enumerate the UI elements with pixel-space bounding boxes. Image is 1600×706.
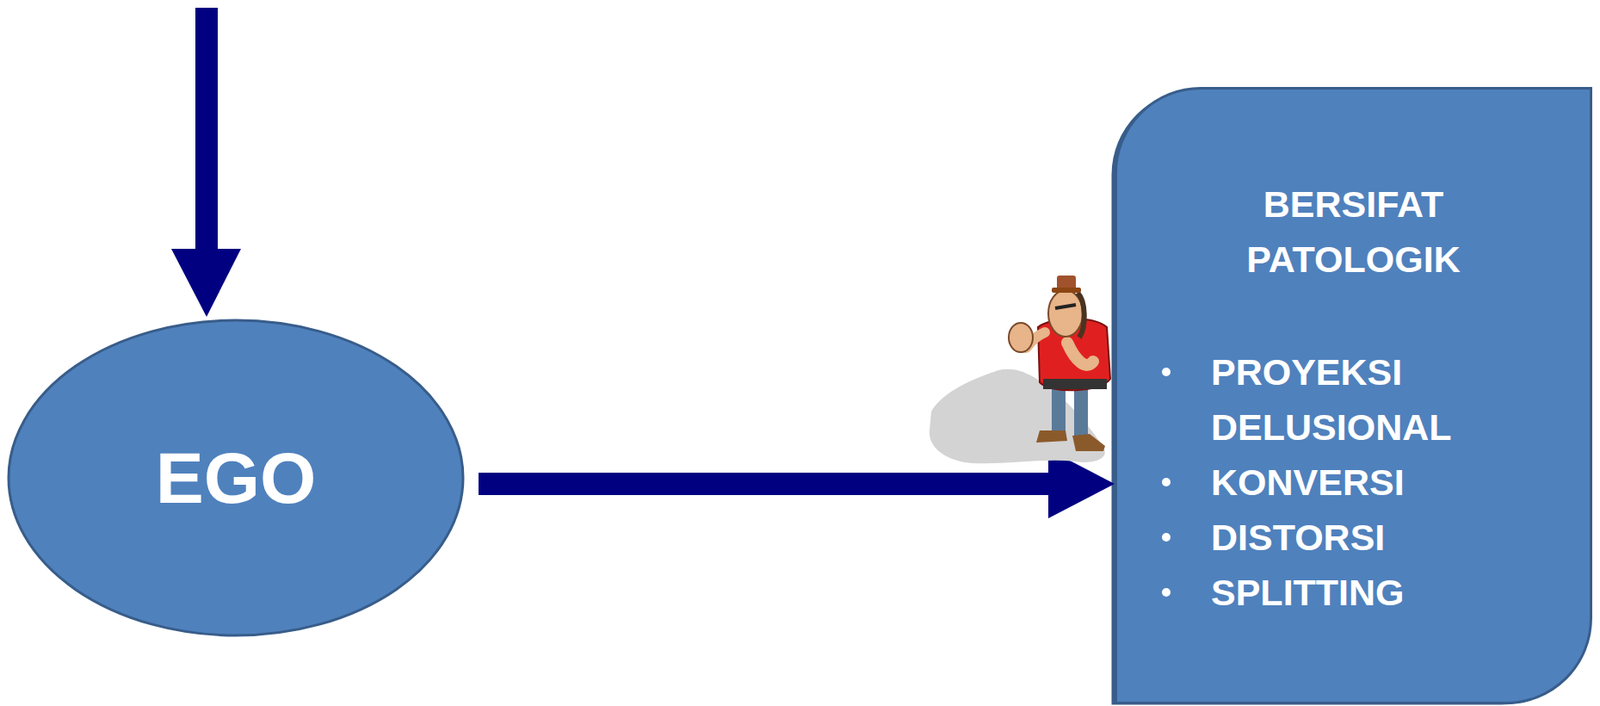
bullet-list: PROYEKSI DELUSIONALKONVERSIDISTORSISPLIT… [1114, 344, 1593, 620]
bullet-dot [1161, 367, 1171, 377]
bullet-dot [1161, 532, 1171, 542]
arrow-head [171, 248, 241, 317]
bullet-dot [1161, 477, 1171, 487]
bullet-text: DISTORSI [1210, 509, 1495, 565]
rounded-box: BERSIFAT PATOLOGIK PROYEKSI DELUSIONALKON… [1114, 86, 1593, 705]
figure-hat-brim [1051, 287, 1082, 293]
figure-hat [1056, 275, 1076, 291]
figure-brow [1055, 304, 1076, 309]
connector-arrow [478, 449, 1115, 519]
figure-arm [1025, 332, 1045, 348]
node-label: EGO [155, 436, 317, 520]
arrow-shaft [195, 7, 218, 250]
figure-leg [1051, 385, 1066, 434]
box-shape [1116, 88, 1592, 704]
bullet-item: DISTORSI [1114, 509, 1593, 565]
ellipse-shape [8, 320, 464, 636]
bullet-text: PROYEKSI DELUSIONAL [1210, 344, 1495, 455]
figure-boot [1072, 433, 1106, 451]
figure-head [1048, 290, 1083, 337]
bullet-text: SPLITTING [1210, 564, 1495, 620]
bullet-item: KONVERSI [1114, 454, 1593, 510]
bullet-item: SPLITTING [1114, 564, 1593, 620]
figure-shirt [1037, 318, 1111, 390]
figure-boot [1036, 430, 1068, 443]
incoming-arrow [171, 7, 241, 317]
figure-fist [1008, 322, 1033, 353]
bullet-dot [1161, 587, 1171, 597]
figure-hair [1077, 292, 1085, 338]
bullet-text: KONVERSI [1210, 454, 1495, 510]
figure-leg [1074, 385, 1088, 438]
node-content: EGO [6, 318, 465, 637]
figure-shadow [929, 369, 1106, 464]
figure-belt [1043, 378, 1107, 390]
ellipse-node: EGO [6, 318, 465, 637]
box-heading: BERSIFAT PATOLOGIK [1181, 176, 1526, 287]
cartoon-figure [929, 275, 1111, 464]
figure-arm [1067, 342, 1094, 365]
connector-shaft [478, 472, 1049, 495]
node-content: BERSIFAT PATOLOGIK PROYEKSI DELUSIONALKON… [1114, 86, 1593, 705]
arrow-head [1048, 449, 1115, 519]
bullet-item: PROYEKSI DELUSIONAL [1114, 344, 1593, 455]
